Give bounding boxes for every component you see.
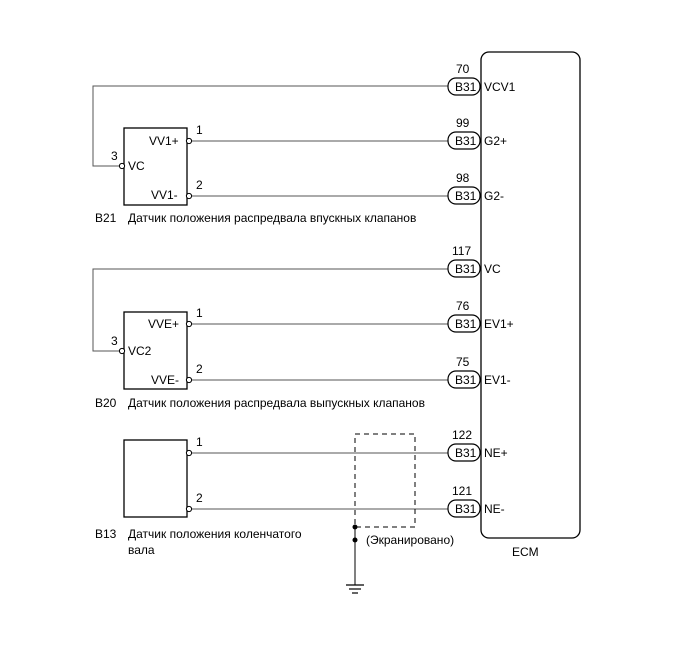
sensor-b13-pin-2-num: 2 <box>196 491 203 505</box>
shield-label: (Экранировано) <box>366 533 454 547</box>
sensor-b21-caption: Датчик положения распредвала впускных кл… <box>128 211 416 225</box>
sensor-b13-pin-1-num: 1 <box>196 435 203 449</box>
terminal-number: 121 <box>452 484 472 498</box>
sensor-b13-caption-line1: Датчик положения коленчатого <box>128 527 302 541</box>
ground-icon <box>346 584 364 594</box>
sensor-b20-pin-1-num: 1 <box>196 306 203 320</box>
sensor-b20-caption: Датчик положения распредвала выпускных к… <box>128 396 425 410</box>
terminal-ne-minus: B31 121 NE- <box>447 484 505 518</box>
sensor-b13-pin-1 <box>185 449 193 457</box>
sensor-b20-pin-2 <box>185 376 193 384</box>
terminal-ev1-plus: B31 76 EV1+ <box>447 299 514 333</box>
sensor-b20-pin-1-name: VVE+ <box>148 317 179 331</box>
sensor-b21-pin-3-num: 3 <box>111 149 118 163</box>
terminal-name: VCV1 <box>484 80 516 94</box>
sensor-b20-pin-2-name: VVE- <box>151 373 179 387</box>
sensor-b21-pin-3-name: VC <box>128 159 145 173</box>
terminal-number: 75 <box>456 355 470 369</box>
sensor-b13-box <box>123 439 188 518</box>
terminal-number: 76 <box>456 299 470 313</box>
sensor-b21-box <box>123 127 188 206</box>
terminal-vc: B31 117 VC <box>447 244 501 278</box>
connector-label: B31 <box>455 134 477 148</box>
connector-badge <box>447 370 481 389</box>
sensor-b20-pin-3-num: 3 <box>111 334 118 348</box>
wire-vcv1 <box>92 85 448 167</box>
sensor-b21-pin-3 <box>118 162 126 170</box>
shield-drain-dot <box>352 537 358 543</box>
terminal-name: NE+ <box>484 446 508 460</box>
connector-label: B31 <box>455 189 477 203</box>
sensor-b20-id: B20 <box>95 396 117 410</box>
connector-label: B31 <box>455 80 477 94</box>
connector-label: B31 <box>455 262 477 276</box>
connector-badge <box>447 314 481 333</box>
ecm-label: ECM <box>512 545 539 559</box>
terminal-number: 122 <box>452 428 472 442</box>
terminal-number: 98 <box>456 171 470 185</box>
wire-vc <box>92 268 448 352</box>
connector-badge <box>447 499 481 518</box>
sensor-b20-box <box>123 311 188 390</box>
connector-badge <box>447 443 481 462</box>
sensor-b21-pin-2 <box>185 192 193 200</box>
terminal-number: 70 <box>456 62 470 76</box>
terminal-ev1-minus: B31 75 EV1- <box>447 355 511 389</box>
terminal-number: 117 <box>452 244 471 258</box>
sensor-b21-pin-2-name: VV1- <box>151 188 178 202</box>
terminal-name: EV1+ <box>484 317 514 331</box>
terminal-ne-plus: B31 122 NE+ <box>447 428 508 462</box>
connector-badge <box>447 259 481 278</box>
terminal-g2-minus: B31 98 G2- <box>447 171 504 205</box>
shield-outline <box>354 433 416 528</box>
sensor-b13-pin-2 <box>185 505 193 513</box>
sensor-b13-id: B13 <box>95 527 117 541</box>
terminal-name: G2- <box>484 189 504 203</box>
sensor-b13-caption-line2: вала <box>128 543 155 557</box>
terminal-number: 99 <box>456 116 470 130</box>
connector-label: B31 <box>455 502 477 516</box>
sensor-b20-pin-2-num: 2 <box>196 362 203 376</box>
terminal-g2-plus: B31 99 G2+ <box>447 116 507 150</box>
sensor-b20-pin-3-name: VC2 <box>128 344 152 358</box>
sensor-b20-pin-1 <box>185 320 193 328</box>
sensor-b21-pin-2-num: 2 <box>196 178 203 192</box>
connector-label: B31 <box>455 373 477 387</box>
sensor-b21-pin-1-num: 1 <box>196 123 203 137</box>
sensor-b21-id: B21 <box>95 211 117 225</box>
connector-label: B31 <box>455 317 477 331</box>
connector-badge <box>447 77 481 96</box>
shield-junction-dot <box>352 524 358 530</box>
terminal-name: NE- <box>484 502 505 516</box>
terminal-name: EV1- <box>484 373 511 387</box>
terminal-name: G2+ <box>484 134 507 148</box>
sensor-b21-pin-1-name: VV1+ <box>149 134 179 148</box>
ecm-box <box>480 51 581 539</box>
terminal-name: VC <box>484 262 501 276</box>
connector-badge <box>447 186 481 205</box>
connector-label: B31 <box>455 446 477 460</box>
sensor-b21-pin-1 <box>185 137 193 145</box>
terminal-vcv1: B31 70 VCV1 <box>447 62 516 96</box>
sensor-b20-pin-3 <box>118 347 126 355</box>
connector-badge <box>447 131 481 150</box>
